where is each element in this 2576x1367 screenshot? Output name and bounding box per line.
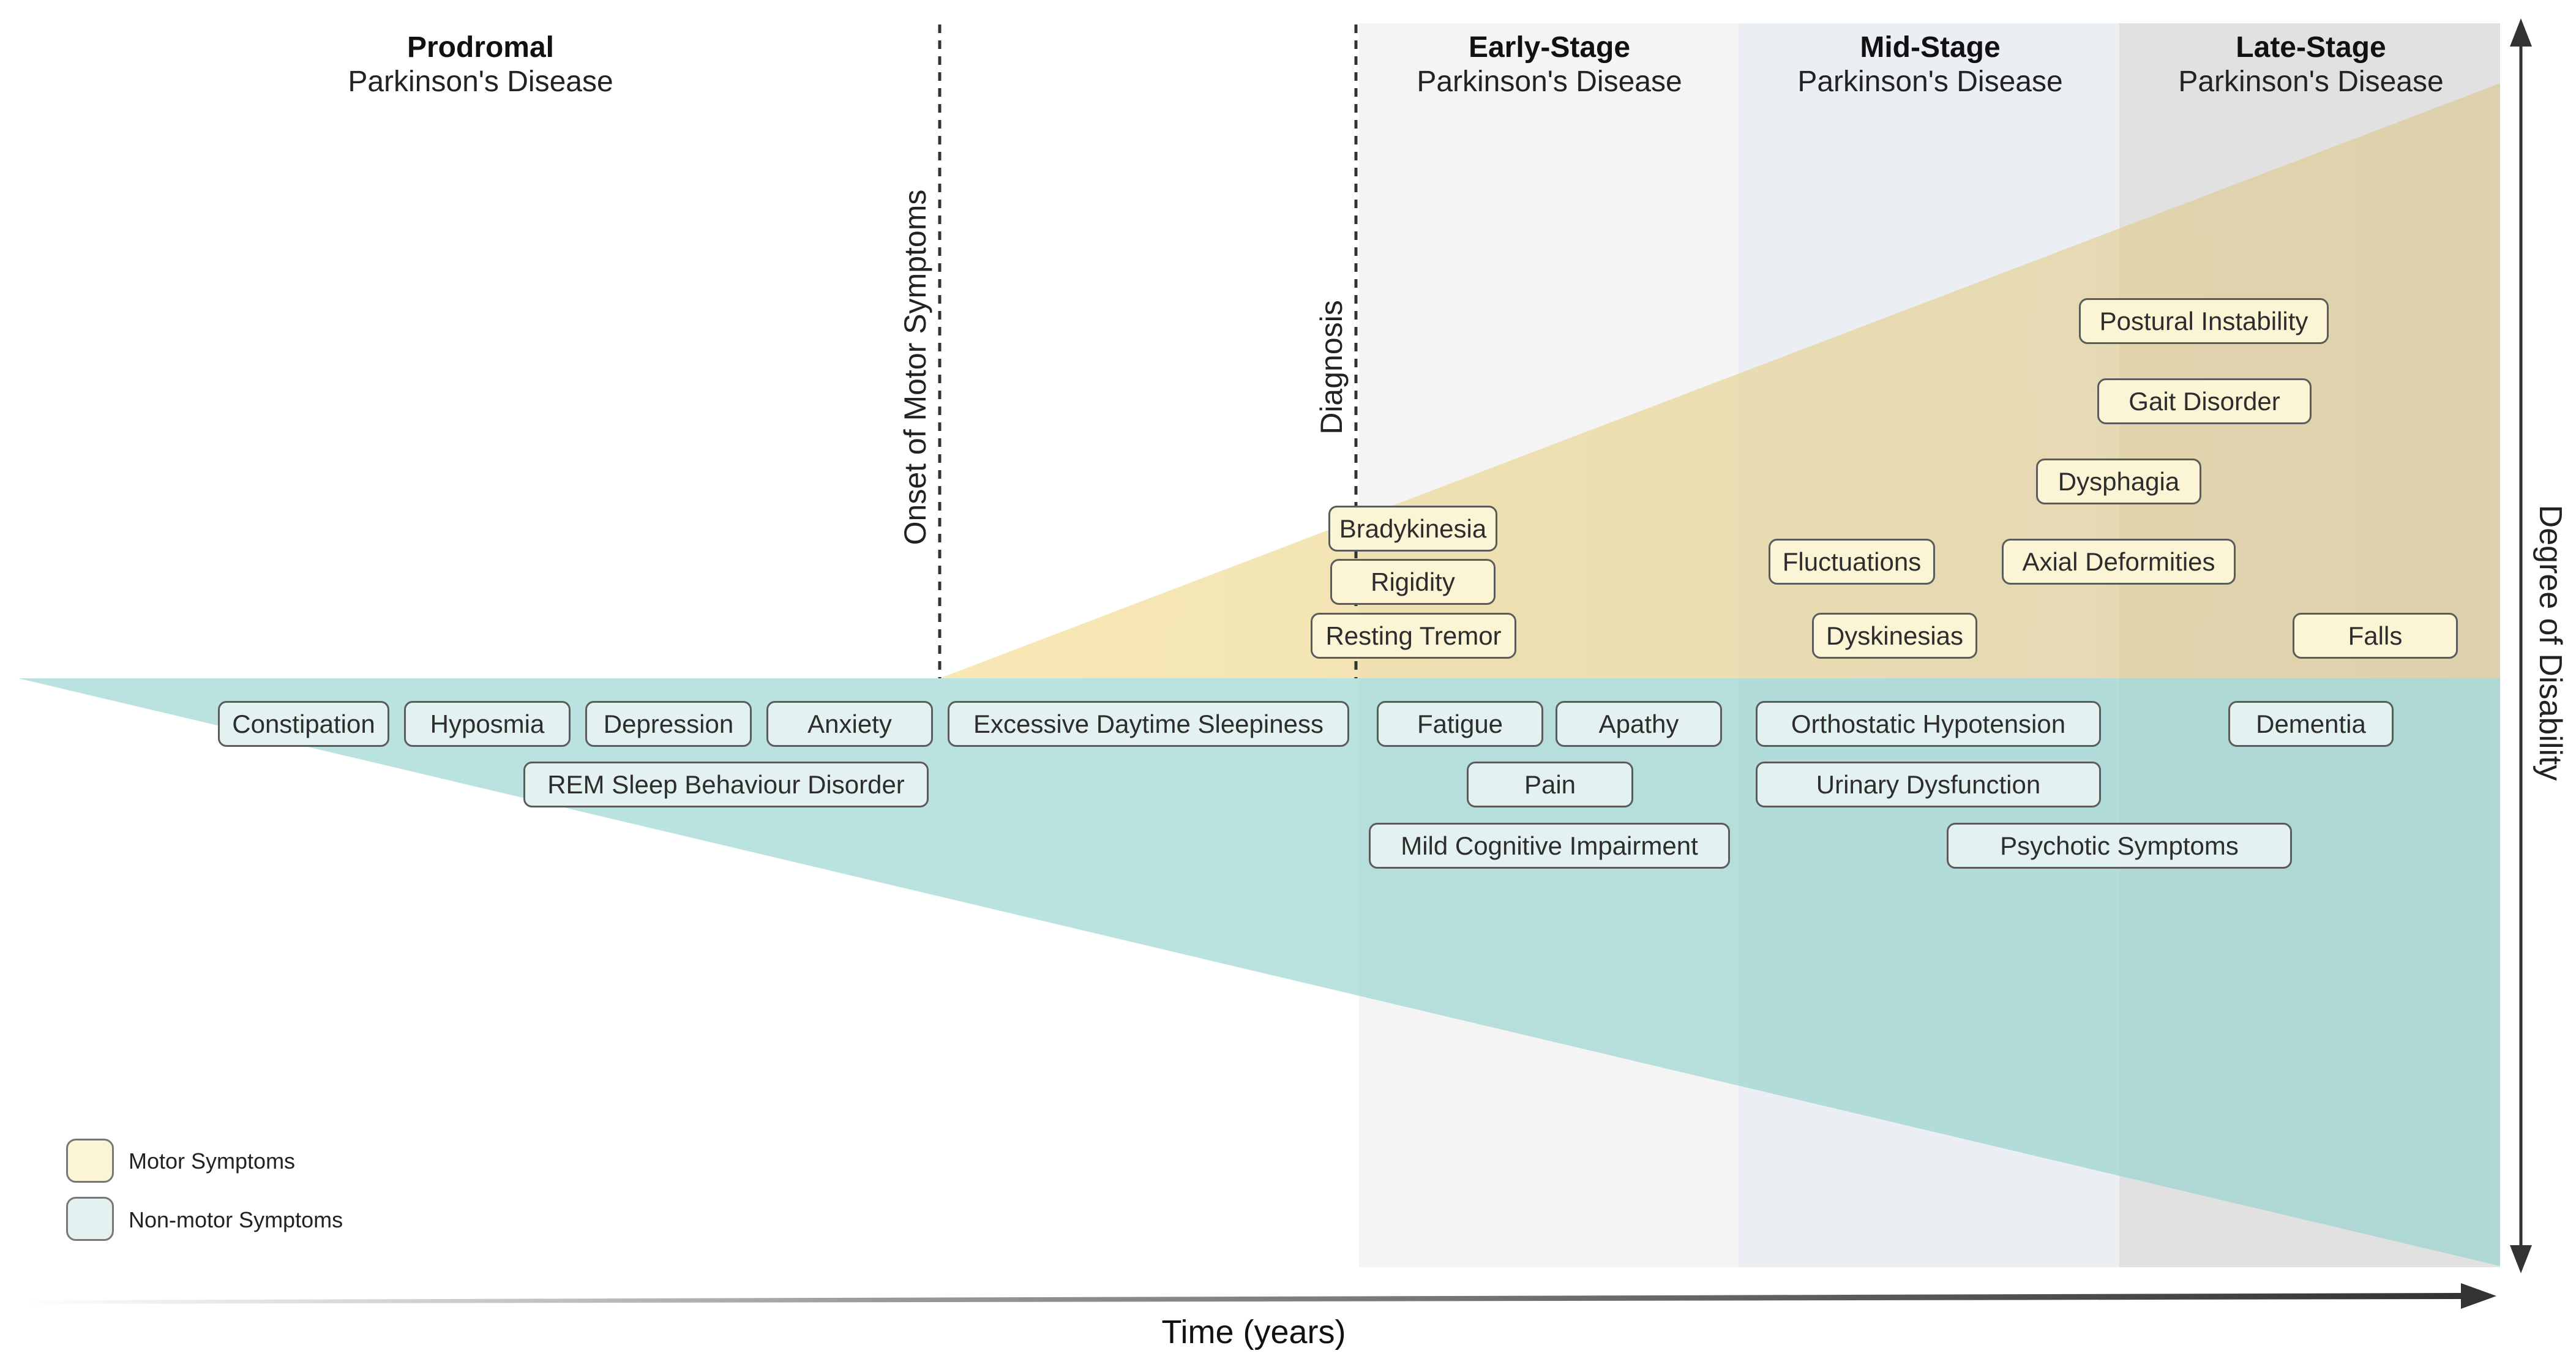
stage-prodromal: Prodromal Parkinson's Disease bbox=[285, 31, 676, 99]
symptom-mild-cognitive-impairment: Mild Cognitive Impairment bbox=[1369, 823, 1730, 869]
symptom-psychotic-symptoms: Psychotic Symptoms bbox=[1947, 823, 2292, 869]
stage-subtitle: Parkinson's Disease bbox=[1417, 66, 1682, 98]
symptom-apathy: Apathy bbox=[1556, 701, 1722, 747]
time-axis bbox=[24, 1293, 2461, 1304]
symptom-fatigue: Fatigue bbox=[1377, 701, 1543, 747]
disability-axis-top-arrow bbox=[2510, 18, 2532, 47]
symptom-falls: Falls bbox=[2293, 613, 2458, 659]
stage-subtitle: Parkinson's Disease bbox=[2178, 66, 2444, 98]
symptom-pain: Pain bbox=[1467, 762, 1633, 807]
stage-late: Late-Stage Parkinson's Disease bbox=[2115, 31, 2507, 99]
time-axis-arrowhead bbox=[2461, 1283, 2496, 1309]
stage-name: Early-Stage bbox=[1468, 31, 1631, 64]
diagnosis-label: Diagnosis bbox=[1314, 300, 1349, 435]
symptom-gait-disorder: Gait Disorder bbox=[2097, 378, 2312, 424]
x-axis-label: Time (years) bbox=[1161, 1314, 1346, 1350]
stage-name: Prodromal bbox=[406, 31, 555, 64]
legend-nonmotor-label: Non-motor Symptoms bbox=[129, 1207, 343, 1232]
symptom-dyskinesias: Dyskinesias bbox=[1812, 613, 1977, 659]
stage-subtitle: Parkinson's Disease bbox=[348, 66, 613, 98]
symptom-rigidity: Rigidity bbox=[1330, 559, 1496, 605]
onset-of-motor-symptoms-label: Onset of Motor Symptoms bbox=[898, 189, 932, 545]
legend-motor-swatch bbox=[66, 1139, 114, 1183]
y-axis-label: Degree of Disability bbox=[2533, 504, 2568, 781]
symptom-urinary-dysfunction: Urinary Dysfunction bbox=[1756, 762, 2101, 807]
legend-motor-label: Motor Symptoms bbox=[129, 1148, 296, 1174]
stage-early: Early-Stage Parkinson's Disease bbox=[1354, 31, 1745, 99]
symptom-depression: Depression bbox=[585, 701, 752, 747]
symptom-resting-tremor: Resting Tremor bbox=[1311, 613, 1516, 659]
symptom-postural-instability: Postural Instability bbox=[2079, 298, 2329, 344]
symptom-rem-sleep-behaviour-disorder: REM Sleep Behaviour Disorder bbox=[523, 762, 929, 807]
symptom-hyposmia: Hyposmia bbox=[404, 701, 571, 747]
symptom-axial-deformities: Axial Deformities bbox=[2002, 539, 2236, 585]
stage-mid: Mid-Stage Parkinson's Disease bbox=[1734, 31, 2126, 99]
symptom-dementia: Dementia bbox=[2228, 701, 2394, 747]
symptom-dysphagia: Dysphagia bbox=[2036, 459, 2201, 504]
symptom-orthostatic-hypotension: Orthostatic Hypotension bbox=[1756, 701, 2101, 747]
symptom-constipation: Constipation bbox=[218, 701, 389, 747]
stage-subtitle: Parkinson's Disease bbox=[1797, 66, 2063, 98]
symptom-fluctuations: Fluctuations bbox=[1769, 539, 1935, 585]
legend-nonmotor-swatch bbox=[66, 1197, 114, 1241]
stage-name: Late-Stage bbox=[2236, 31, 2386, 64]
symptom-anxiety: Anxiety bbox=[766, 701, 933, 747]
nonmotor-area bbox=[18, 678, 2500, 1266]
symptom-excessive-daytime-sleepiness: Excessive Daytime Sleepiness bbox=[948, 701, 1349, 747]
symptom-bradykinesia: Bradykinesia bbox=[1328, 506, 1497, 552]
stage-name: Mid-Stage bbox=[1860, 31, 2001, 64]
disability-axis-bottom-arrow bbox=[2510, 1245, 2532, 1273]
